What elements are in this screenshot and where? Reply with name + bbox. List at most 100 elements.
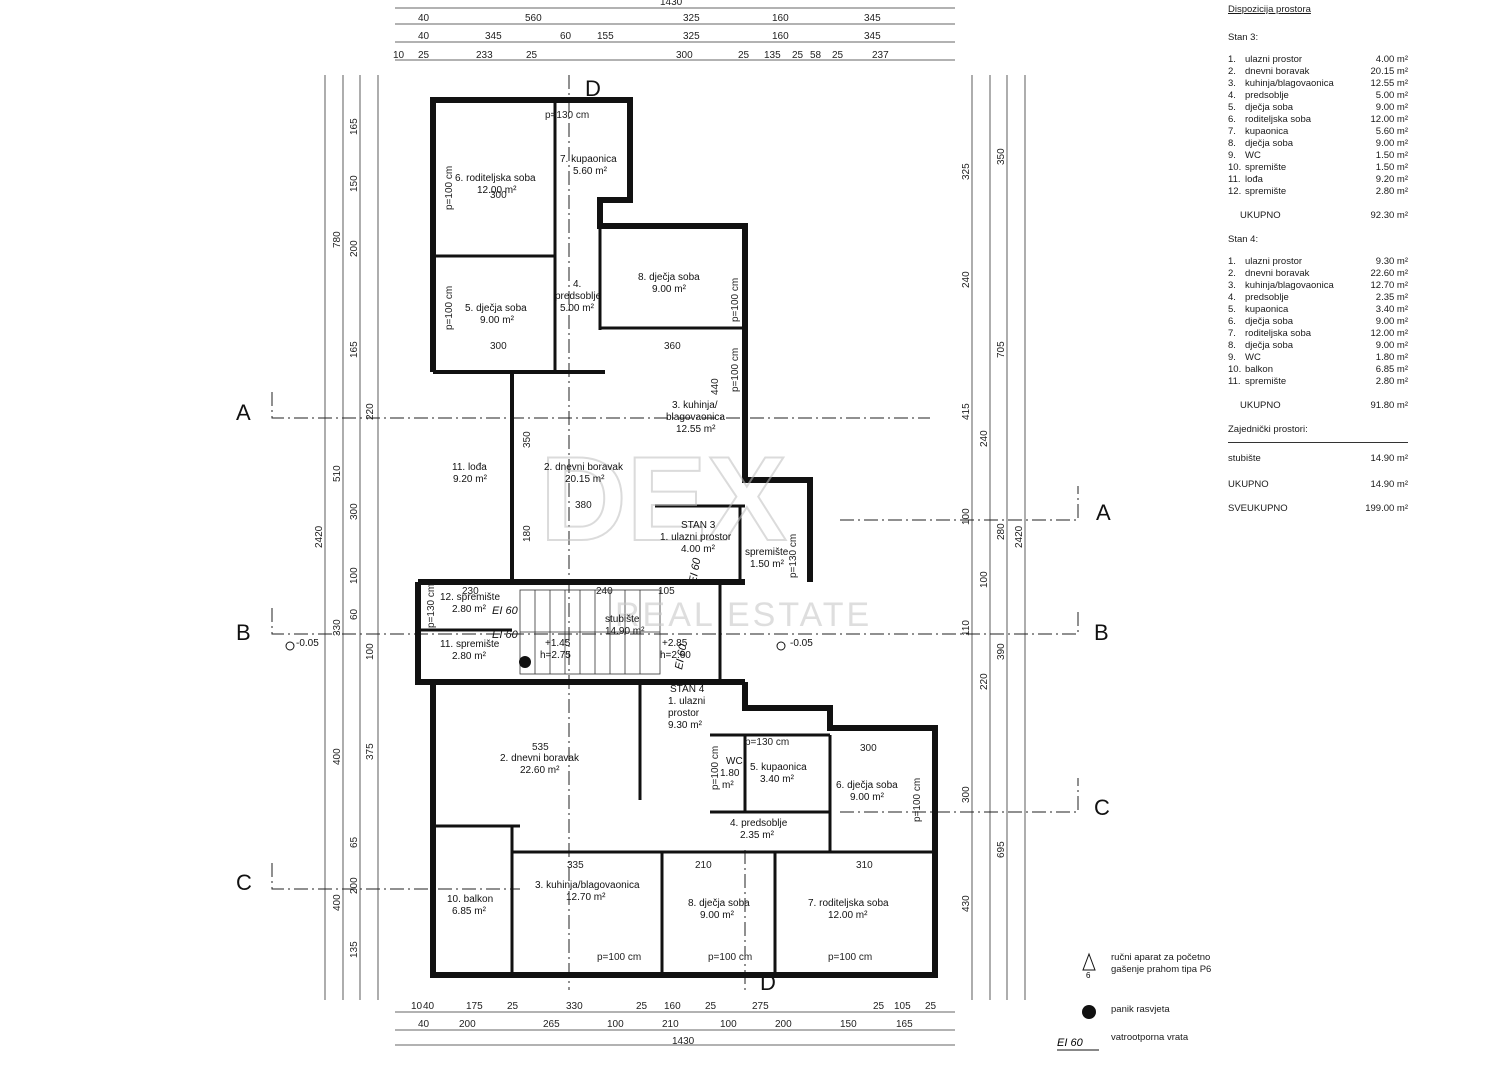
level-mark: +2.85 bbox=[662, 638, 688, 649]
room-area: 2.80 m² bbox=[452, 651, 487, 662]
left-dimension-chain bbox=[324, 75, 379, 1000]
dim-bottom: 105 bbox=[894, 1001, 911, 1012]
schedule-label: lođa bbox=[1245, 174, 1263, 185]
dim-bottom: 25 bbox=[507, 1001, 519, 1012]
grand-total-label: SVEUKUPNO bbox=[1228, 503, 1288, 514]
dim-left: 400 bbox=[332, 748, 343, 765]
dim-top: 560 bbox=[525, 13, 542, 24]
dim-right: 100 bbox=[979, 571, 990, 588]
room-label: blagovaonica bbox=[666, 412, 725, 423]
dim-left: 65 bbox=[349, 836, 360, 848]
fire-door-text: vatrootporna vrata bbox=[1111, 1032, 1189, 1043]
schedule-label: balkon bbox=[1245, 364, 1273, 375]
dim-bottom: 25 bbox=[636, 1001, 648, 1012]
room-area: 5.60 m² bbox=[573, 166, 608, 177]
schedule-area: 9.30 m² bbox=[1375, 256, 1408, 267]
schedule-area: 5.00 m² bbox=[1375, 90, 1408, 101]
room-label: prostor bbox=[668, 708, 700, 719]
group-total: UKUPNO 91.80 m² bbox=[1228, 400, 1408, 412]
schedule-number: 8. bbox=[1228, 138, 1236, 149]
schedule-number: 7. bbox=[1228, 126, 1236, 137]
schedule-number: 5. bbox=[1228, 304, 1236, 315]
schedule-area: 4.00 m² bbox=[1375, 54, 1408, 65]
panic-light-icon bbox=[1082, 1005, 1096, 1019]
schedule-label: dječja soba bbox=[1245, 138, 1294, 149]
room-area: 20.15 m² bbox=[565, 474, 605, 485]
dim-left: 330 bbox=[332, 619, 343, 636]
schedule-number: 3. bbox=[1228, 78, 1236, 89]
interior-dim: 380 bbox=[575, 500, 592, 511]
level-mark: -0.05 bbox=[790, 638, 813, 649]
watermark-brand: DEX bbox=[540, 432, 787, 566]
dim-top: 325 bbox=[683, 13, 700, 24]
schedule-number: 3. bbox=[1228, 280, 1236, 291]
dim-left: 200 bbox=[349, 877, 360, 894]
schedule-number: 10. bbox=[1228, 162, 1242, 173]
schedule-number: 2. bbox=[1228, 268, 1236, 279]
group-title: Stan 4: bbox=[1228, 234, 1259, 245]
dim-right: 300 bbox=[961, 786, 972, 803]
dim-left: 375 bbox=[365, 743, 376, 760]
schedule-title: Dispozicija prostora bbox=[1228, 4, 1311, 15]
room-area: 9.00 m² bbox=[700, 910, 735, 921]
window-note: p=100 cm bbox=[912, 778, 923, 822]
dim-top: 345 bbox=[864, 13, 881, 24]
interior-dim: 300 bbox=[490, 341, 507, 352]
schedule-label: dječja soba bbox=[1245, 316, 1294, 327]
room-label: 4. predsoblje bbox=[730, 818, 788, 829]
extinguisher-text: ručni aparat za početno gašenje prahom t… bbox=[1111, 952, 1212, 975]
schedule-label: WC bbox=[1245, 352, 1261, 363]
dim-top: 40 bbox=[418, 13, 430, 24]
dim-top: 25 bbox=[738, 50, 750, 61]
dim-top: 233 bbox=[476, 50, 493, 61]
schedule-number: 11. bbox=[1228, 376, 1241, 387]
dim-top: 25 bbox=[526, 50, 538, 61]
dim-top: 345 bbox=[485, 31, 502, 42]
symbol-key: 6 ručni aparat za početno gašenje prahom… bbox=[1057, 952, 1215, 1068]
room-area: 22.60 m² bbox=[520, 765, 560, 776]
walls bbox=[415, 97, 938, 978]
schedule-number: 6. bbox=[1228, 114, 1236, 125]
room-label: 12. spremište bbox=[440, 592, 500, 603]
dim-left: 100 bbox=[349, 567, 360, 584]
interior-dim: 240 bbox=[596, 586, 613, 597]
schedule-number: 5. bbox=[1228, 102, 1236, 113]
dim-right: 350 bbox=[996, 148, 1007, 165]
room-area: m² bbox=[722, 780, 734, 791]
window-note: p=100 cm bbox=[444, 166, 455, 210]
dim-right: 100 bbox=[961, 508, 972, 525]
window-note: p=130 cm bbox=[788, 534, 799, 578]
watermark-subtitle: REAL ESTATE bbox=[615, 596, 872, 634]
interior-dim: 535 bbox=[532, 742, 549, 753]
room-area: 9.00 m² bbox=[480, 315, 515, 326]
schedule-area: 2.80 m² bbox=[1375, 376, 1408, 387]
schedule-area: 12.00 m² bbox=[1370, 114, 1409, 125]
common-label: stubište bbox=[1228, 453, 1261, 464]
schedule-number: 10. bbox=[1228, 364, 1242, 375]
total-value: 92.30 m² bbox=[1370, 210, 1409, 221]
room-area: 2.80 m² bbox=[452, 604, 487, 615]
room-area: 5.00 m² bbox=[560, 303, 595, 314]
dim-right: 240 bbox=[979, 430, 990, 447]
schedule-label: roditeljska soba bbox=[1245, 114, 1312, 125]
extinguisher-key: 6 ručni aparat za početno gašenje prahom… bbox=[1075, 952, 1215, 994]
dim-bottom: 160 bbox=[664, 1001, 681, 1012]
window-note: p=100 cm bbox=[730, 348, 741, 392]
room-label: 8. dječja soba bbox=[688, 898, 750, 909]
window-note: p=100 cm bbox=[444, 286, 455, 330]
room-area: 9.00 m² bbox=[850, 792, 885, 803]
dim-bottom-total: 1430 bbox=[672, 1036, 695, 1047]
room-area: 9.20 m² bbox=[453, 474, 488, 485]
dim-left: 165 bbox=[349, 341, 360, 358]
schedule-area: 9.20 m² bbox=[1375, 174, 1408, 185]
dim-top: 25 bbox=[832, 50, 844, 61]
total-label: UKUPNO bbox=[1240, 400, 1281, 411]
window-note: p=130 cm bbox=[545, 110, 589, 121]
